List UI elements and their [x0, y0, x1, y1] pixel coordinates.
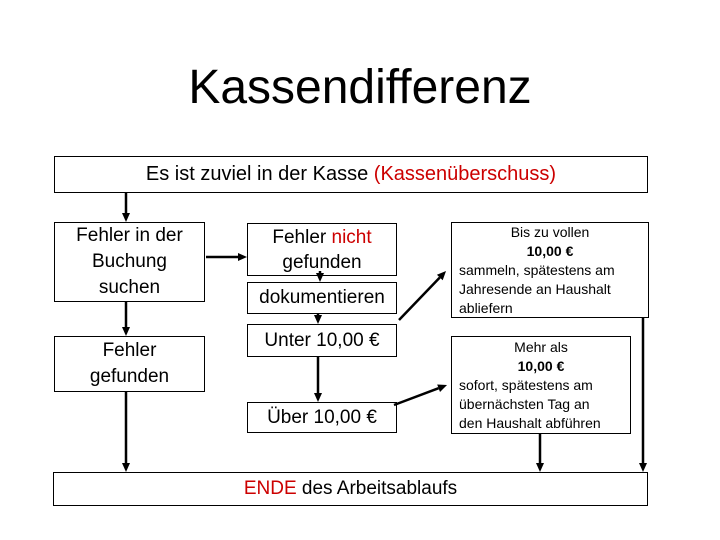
flow-box-search-error: Fehler in der Buchung suchen [54, 222, 205, 302]
collect-line4: Jahresende an Haushalt [459, 280, 611, 297]
end-red-text: ENDE [243, 478, 297, 499]
flow-box-error-found: Fehler gefunden [54, 336, 205, 392]
flow-box-error-not-found: Fehler nicht gefunden [247, 223, 397, 276]
flow-box-end: ENDE des Arbeitsablaufs [53, 472, 648, 506]
collect-line1: Bis zu vollen [510, 223, 590, 240]
end-text: ENDE des Arbeitsablaufs [54, 478, 647, 500]
error-found-line2: gefunden [89, 366, 170, 387]
deliver-line5: den Haushalt abführen [459, 414, 601, 431]
flow-box-document: dokumentieren [247, 282, 397, 314]
overflow-condition-text: Es ist zuviel in der Kasse (Kassenübersc… [55, 163, 647, 186]
flow-box-over-10-euro: Über 10,00 € [247, 402, 397, 433]
deliver-line4: übernächsten Tag an [459, 395, 590, 412]
document-label: dokumentieren [259, 287, 385, 308]
flow-box-under-10-euro: Unter 10,00 € [247, 324, 397, 357]
error-found-line1: Fehler [102, 340, 157, 361]
arrow-under-to-collect [398, 271, 447, 321]
page-title: Kassendifferenz [188, 61, 532, 114]
arrow-over-to-deliver [393, 384, 448, 407]
under-10-euro-label: Unter 10,00 € [264, 329, 380, 351]
end-black-text: des Arbeitsablaufs [296, 478, 458, 499]
collect-amount: 10,00 € [526, 242, 574, 259]
collect-line3: sammeln, spätestens am [459, 261, 615, 278]
flow-box-collect-until-10-euro: Bis zu vollen 10,00 € sammeln, spätesten… [451, 222, 649, 318]
overflow-condition-red-text: (Kassenüberschuss) [373, 163, 557, 185]
search-error-line2: Buchung [91, 251, 167, 272]
error-not-found-black-text: Fehler [272, 226, 332, 248]
error-not-found-red-text: nicht [331, 226, 372, 248]
search-error-line3: suchen [98, 277, 161, 298]
error-not-found-line1: Fehler nicht [248, 225, 396, 250]
flow-box-deliver-immediately: Mehr als 10,00 € sofort, spätestens am ü… [451, 336, 631, 434]
overflow-condition-black-text: Es ist zuviel in der Kasse [145, 163, 374, 185]
over-10-euro-label: Über 10,00 € [267, 406, 377, 428]
flow-box-overflow-condition: Es ist zuviel in der Kasse (Kassenübersc… [54, 156, 648, 193]
deliver-line1: Mehr als [514, 338, 568, 355]
deliver-line3: sofort, spätestens am [459, 376, 593, 393]
search-error-line1: Fehler in der [76, 225, 183, 246]
collect-line5: abliefern [459, 299, 513, 316]
error-not-found-line2: gefunden [282, 251, 362, 273]
deliver-amount: 10,00 € [517, 357, 565, 374]
